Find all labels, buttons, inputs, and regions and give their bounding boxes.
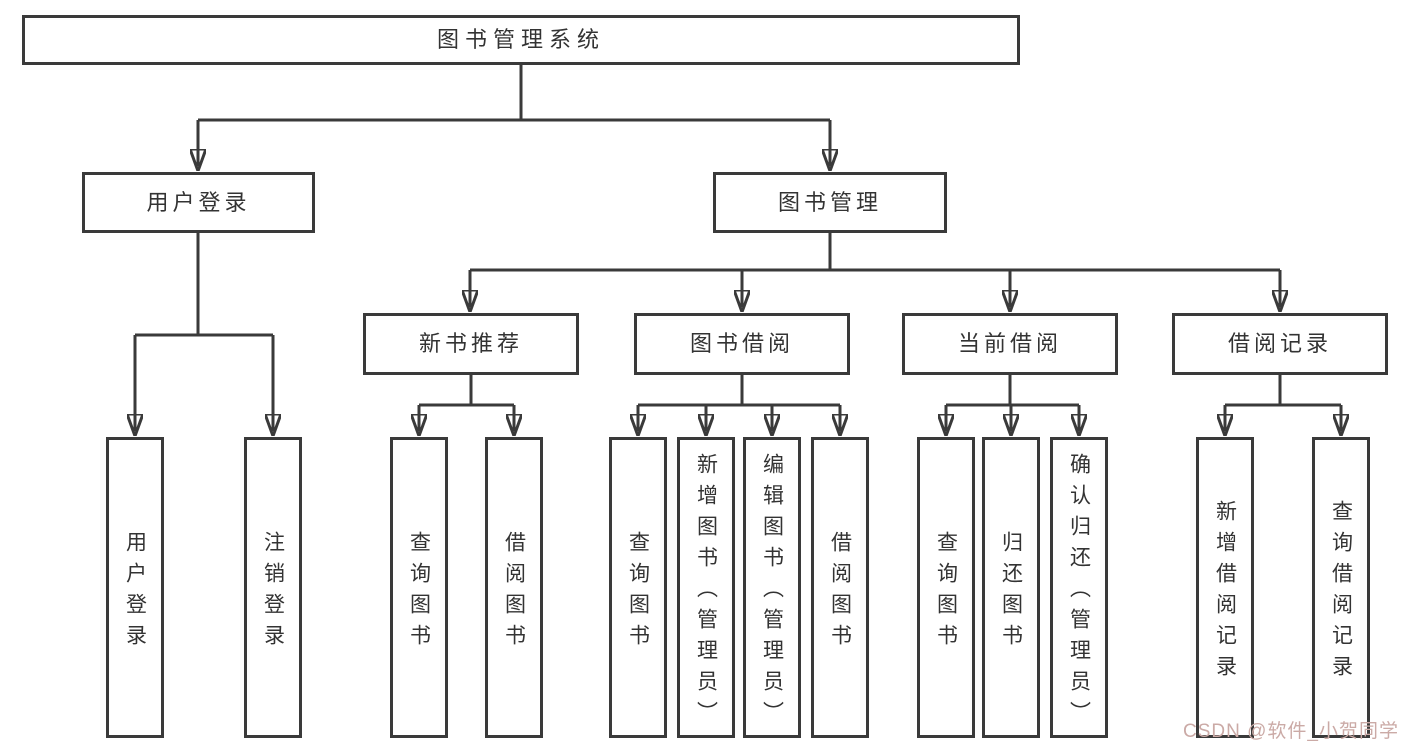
node-label: 归还图书 — [999, 530, 1023, 655]
node-label: 用户登录 — [146, 189, 251, 215]
node-root-system: 图书管理系统 — [22, 15, 1020, 65]
node-label: 确认归还（管理员） — [1067, 453, 1091, 732]
leaf-borrow-books: 借阅图书 — [811, 437, 869, 738]
node-label: 图书借阅 — [689, 331, 794, 356]
node-label: 当前借阅 — [957, 331, 1062, 356]
csdn-watermark: CSDN @软件_小贺同学 — [1183, 721, 1399, 742]
node-current-borrow: 当前借阅 — [902, 313, 1118, 375]
leaf-return-books: 归还图书 — [982, 437, 1040, 738]
leaf-query-borrow-record: 查询借阅记录 — [1312, 437, 1370, 738]
node-borrow-records: 借阅记录 — [1172, 313, 1388, 375]
leaf-user-login: 用户登录 — [106, 437, 164, 738]
node-label: 图书管理系统 — [436, 27, 605, 52]
node-label: 注销登录 — [261, 530, 285, 655]
node-label: 借阅图书 — [502, 530, 526, 655]
node-label: 新增借阅记录 — [1213, 499, 1237, 686]
node-label: 借阅记录 — [1227, 331, 1332, 356]
leaf-edit-books-admin: 编辑图书（管理员） — [743, 437, 801, 738]
leaf-query-books-borrow: 查询图书 — [609, 437, 667, 738]
node-label: 借阅图书 — [828, 530, 852, 655]
node-user-login-module: 用户登录 — [82, 172, 315, 233]
leaf-add-books-admin: 新增图书（管理员） — [677, 437, 735, 738]
leaf-logout: 注销登录 — [244, 437, 302, 738]
node-label: 图书管理 — [777, 189, 882, 215]
node-book-borrow: 图书借阅 — [634, 313, 850, 375]
node-book-management-module: 图书管理 — [713, 172, 947, 233]
node-label: 查询图书 — [626, 530, 650, 655]
node-label: 新增图书（管理员） — [694, 453, 718, 732]
node-label: 查询图书 — [934, 530, 958, 655]
leaf-add-borrow-record: 新增借阅记录 — [1196, 437, 1254, 738]
node-label: 查询图书 — [407, 530, 431, 655]
leaf-confirm-return-admin: 确认归还（管理员） — [1050, 437, 1108, 738]
leaf-borrow-books-recommend: 借阅图书 — [485, 437, 543, 738]
node-new-book-recommend: 新书推荐 — [363, 313, 579, 375]
leaf-query-books-current: 查询图书 — [917, 437, 975, 738]
node-label: 查询借阅记录 — [1329, 499, 1353, 686]
node-label: 新书推荐 — [418, 331, 523, 356]
leaf-query-books-recommend: 查询图书 — [390, 437, 448, 738]
node-label: 编辑图书（管理员） — [760, 453, 784, 732]
node-label: 用户登录 — [123, 530, 147, 655]
